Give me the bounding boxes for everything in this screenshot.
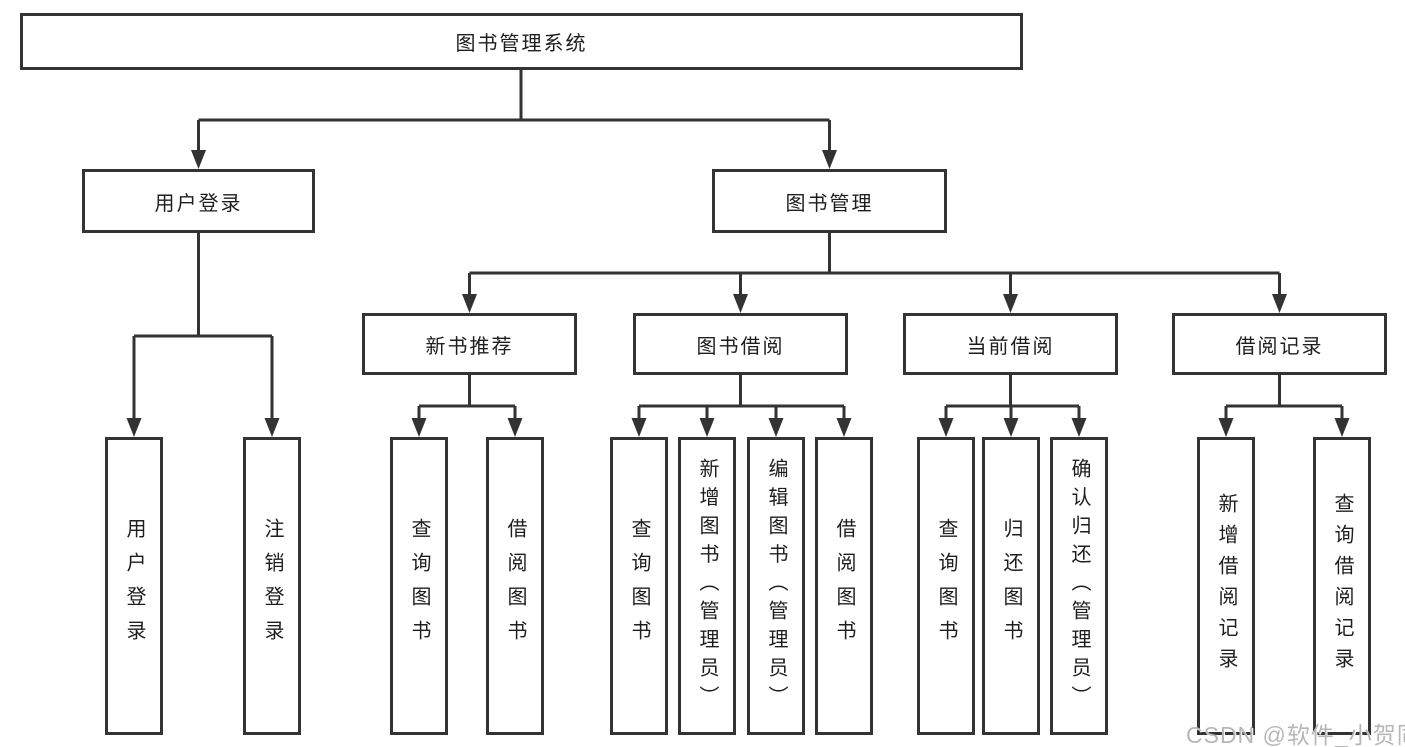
leaf-bb-add-books-admin: 新增图书（管理员）: [678, 437, 736, 735]
leaf-label: 确认归还（管理员）: [1068, 458, 1090, 714]
leaf-cb-return-books: 归还图书: [982, 437, 1040, 735]
node-label: 新书推荐: [425, 335, 514, 358]
leaf-label: 查询图书: [935, 518, 957, 654]
watermark-text: CSDN @软件_小贺同: [1186, 722, 1405, 747]
leaf-cb-query-books: 查询图书: [917, 437, 975, 735]
node-label: 图书管理系统: [455, 33, 588, 55]
leaf-nbr-borrow-books: 借阅图书: [486, 437, 544, 735]
leaf-cb-confirm-return-admin: 确认归还（管理员）: [1050, 437, 1108, 735]
leaf-user-login: 用户登录: [105, 437, 163, 735]
leaf-logout: 注销登录: [243, 437, 301, 735]
leaf-label: 查询借阅记录: [1331, 493, 1353, 679]
leaf-label: 借阅图书: [833, 518, 855, 654]
node-label: 用户登录: [154, 192, 243, 215]
node-label: 借阅记录: [1235, 335, 1324, 358]
leaf-label: 编辑图书（管理员）: [765, 458, 787, 714]
node-library-management-system: 图书管理系统: [20, 13, 1023, 70]
leaf-label: 查询图书: [628, 518, 650, 654]
leaf-label: 注销登录: [261, 518, 283, 654]
node-book-borrowing: 图书借阅: [633, 313, 848, 375]
node-book-management: 图书管理: [712, 169, 947, 233]
leaf-label: 新增借阅记录: [1215, 493, 1237, 679]
leaf-label: 归还图书: [1000, 518, 1022, 654]
node-user-login: 用户登录: [82, 169, 315, 233]
node-label: 图书借阅: [696, 335, 785, 358]
leaf-br-add-borrow-record: 新增借阅记录: [1197, 437, 1255, 735]
leaf-label: 新增图书（管理员）: [696, 458, 718, 714]
leaf-label: 查询图书: [408, 518, 430, 654]
node-borrowing-records: 借阅记录: [1172, 313, 1387, 375]
leaf-bb-edit-books-admin: 编辑图书（管理员）: [747, 437, 805, 735]
leaf-br-query-borrow-record: 查询借阅记录: [1313, 437, 1371, 735]
leaf-bb-query-books: 查询图书: [610, 437, 668, 735]
leaf-label: 用户登录: [123, 518, 145, 654]
leaf-label: 借阅图书: [504, 518, 526, 654]
leaf-nbr-query-books: 查询图书: [390, 437, 448, 735]
node-current-borrowing: 当前借阅: [903, 313, 1118, 375]
node-label: 当前借阅: [966, 335, 1055, 358]
node-new-book-recommend: 新书推荐: [362, 313, 577, 375]
leaf-bb-borrow-books: 借阅图书: [815, 437, 873, 735]
csdn-watermark: CSDN @软件_小贺同学: [1186, 716, 1405, 747]
node-label: 图书管理: [785, 192, 874, 215]
